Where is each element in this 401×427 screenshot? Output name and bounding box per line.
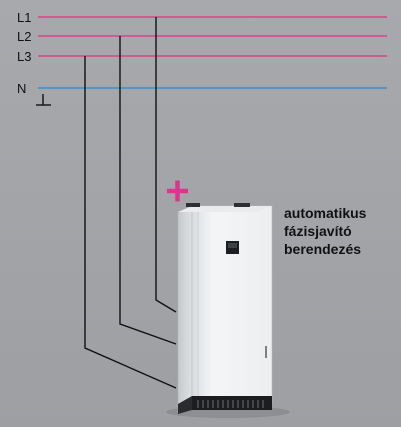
bus-label-l3: L3 [17,49,31,64]
wire-l2 [119,36,177,345]
wire-l3 [84,56,177,389]
caption-line-3: berendezés [284,241,362,257]
caption-line-2: fázisjavító [284,223,352,239]
bus-label-l2: L2 [17,29,31,44]
wire-l1 [155,17,177,313]
capacitor-cabinet [166,203,290,418]
bus-label-l1: L1 [17,10,31,25]
door-handle [265,346,267,358]
device-caption: automatikus fázisjavító berendezés [284,204,366,258]
caption-line-1: automatikus [284,205,367,221]
ground-icon [36,94,51,106]
plus-icon [167,180,188,202]
bus-label-n: N [17,81,26,96]
